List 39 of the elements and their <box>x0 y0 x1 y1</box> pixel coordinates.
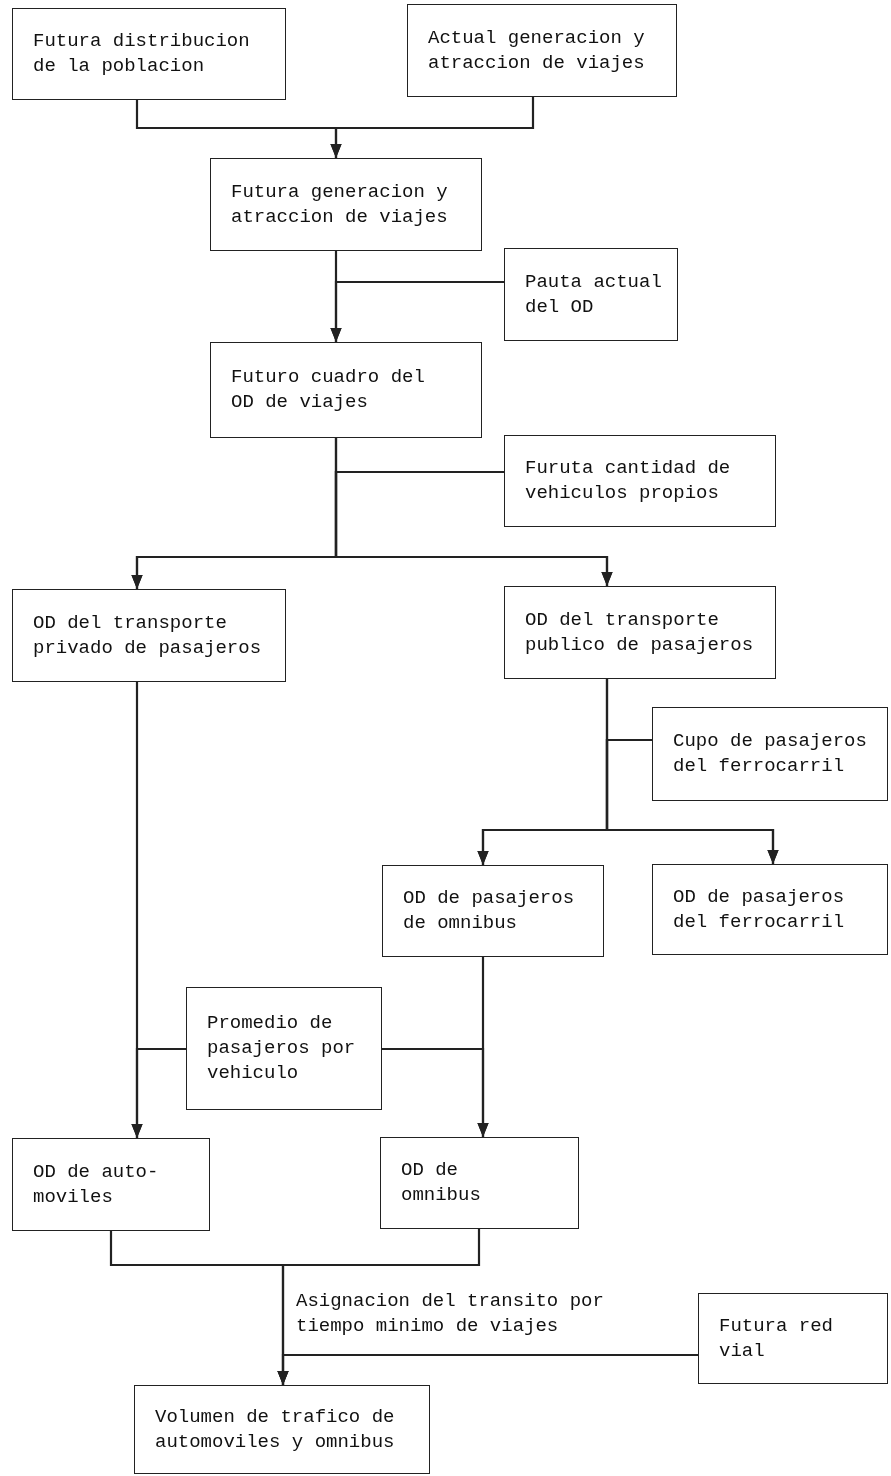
process-box <box>652 707 888 801</box>
process-box <box>210 158 482 251</box>
box-text: Promedio de pasajeros por vehiculo <box>207 1011 356 1086</box>
arrow <box>330 280 504 342</box>
box-text: Futura distribucion de la poblacion <box>33 29 250 79</box>
box-text: Volumen de trafico de automoviles y omnibus <box>155 1404 395 1455</box>
arrow <box>277 1353 698 1385</box>
process-box <box>12 589 286 682</box>
process-box <box>380 1137 579 1229</box>
box-text: Futura generacion y atraccion de viajes <box>231 179 448 230</box>
arrow <box>131 1047 186 1138</box>
arrow <box>330 97 535 158</box>
process-box <box>652 864 888 955</box>
process-box <box>134 1385 430 1474</box>
process-box <box>210 342 482 438</box>
box-text: Futura red vial <box>719 1313 833 1364</box>
box-text: OD de auto-moviles <box>33 1159 159 1210</box>
arrow <box>334 470 613 586</box>
box-text: OD de pasajeros del ferrocarril <box>673 884 844 935</box>
box-text: OD de pasajeros de omnibus <box>403 886 574 936</box>
process-box <box>12 1138 210 1231</box>
process-box <box>504 248 678 341</box>
process-box <box>504 435 776 527</box>
process-box <box>382 865 604 957</box>
process-box <box>407 4 677 97</box>
box-text: OD de omnibus <box>401 1158 481 1208</box>
arrow <box>382 1047 489 1137</box>
process-box <box>698 1293 888 1384</box>
box-text: Pauta actual del OD <box>525 269 662 320</box>
box-text: Cupo de pasajeros del ferrocarril <box>673 729 867 779</box>
box-text: OD del transporte publico de pasajeros <box>525 607 754 658</box>
process-box <box>186 987 382 1110</box>
box-text: OD del transporte privado de pasajeros <box>33 610 262 661</box>
arrow <box>605 738 779 864</box>
process-box <box>12 8 286 100</box>
box-text: Actual generacion y atraccion de viajes <box>428 25 645 76</box>
box-text: Furuta cantidad de vehiculos propios <box>525 456 732 506</box>
box-text: Futuro cuadro del OD de viajes <box>231 365 425 415</box>
process-box <box>504 586 776 679</box>
